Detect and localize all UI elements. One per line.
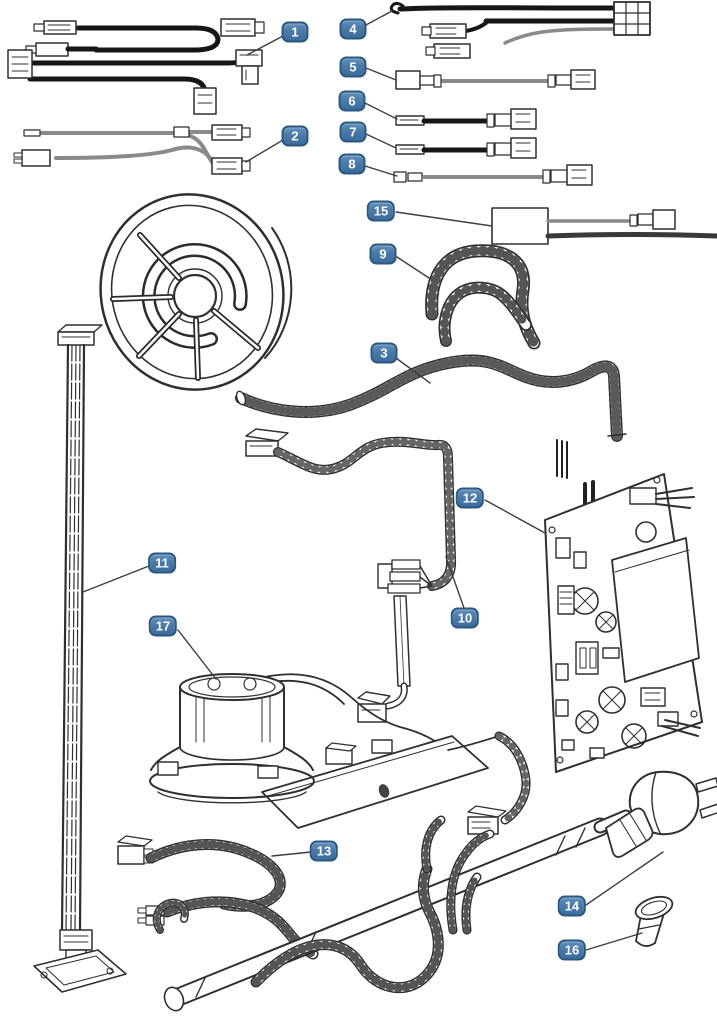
- callout-badge-16: 16: [557, 939, 587, 961]
- part-9-corrugated-hose: [432, 251, 534, 343]
- callout-badge-3: 3: [370, 342, 398, 364]
- part-10-sensor-harness: [245, 428, 451, 723]
- bottom-tube-assembly: [157, 820, 600, 1012]
- heater-disc: [99, 193, 293, 391]
- part-5-gray-jumper-wire: [395, 69, 596, 90]
- callout-badge-7: 7: [339, 121, 367, 143]
- part-8-gray-jumper-wire: [393, 164, 593, 186]
- part-11-ribbon-cable: [33, 324, 127, 993]
- part-14-power-plug: [593, 770, 717, 858]
- callout-badge-10: 10: [450, 607, 480, 629]
- part-6-black-jumper-wire: [395, 108, 537, 130]
- callout-badge-6: 6: [338, 90, 366, 112]
- part-12-circuit-board: [544, 439, 703, 773]
- callout-badge-11: 11: [148, 552, 176, 574]
- leader-lines: [82, 10, 664, 951]
- callout-badge-5: 5: [339, 56, 367, 78]
- part-2-gray-wire-harness: [13, 124, 251, 175]
- callout-badge-8: 8: [338, 153, 366, 175]
- callout-badge-17: 17: [148, 615, 178, 637]
- callout-badge-12: 12: [455, 487, 485, 509]
- callout-badge-14: 14: [557, 895, 587, 917]
- callout-badge-1: 1: [281, 21, 309, 43]
- callout-badge-13: 13: [309, 840, 339, 862]
- callout-badge-2: 2: [281, 125, 309, 147]
- callout-badge-9: 9: [369, 243, 397, 265]
- callout-badge-15: 15: [366, 200, 396, 222]
- part-1-black-wire-harness: [7, 18, 265, 115]
- part-4-cable-assembly: [389, 1, 651, 59]
- part-7-black-jumper-wire: [395, 137, 537, 159]
- part-3-braided-harness: [235, 361, 627, 436]
- part-16-screw-foot: [634, 895, 674, 947]
- part-15-sensor-module: [491, 207, 717, 245]
- part-13-braided-harness: [117, 835, 313, 954]
- part-17-pump-assembly: [149, 673, 526, 835]
- callout-badge-4: 4: [339, 18, 367, 40]
